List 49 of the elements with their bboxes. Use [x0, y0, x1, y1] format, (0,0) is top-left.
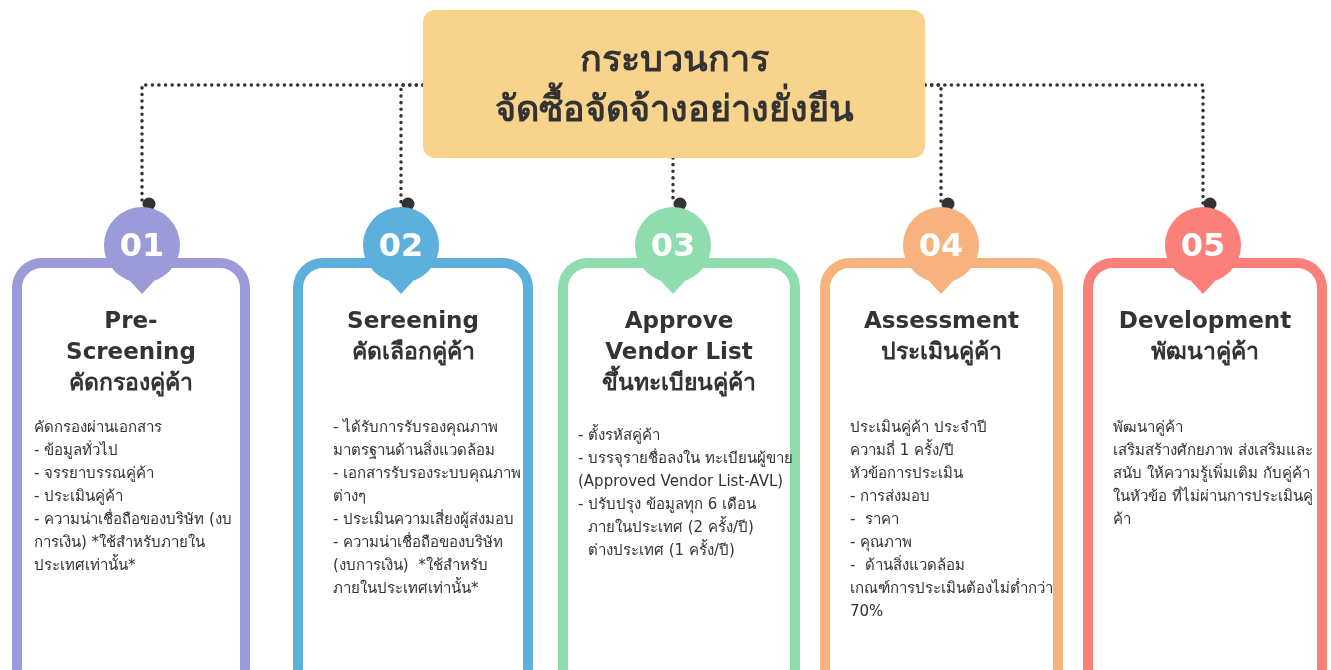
step-description: ภายในประเทศ (2 ครั้ง/ปี) [587, 516, 755, 538]
step-description: - คุณภาพ [850, 532, 914, 554]
step-heading: ประเมินคู่ค้า [880, 337, 1003, 367]
step-description: - ด้านสิ่งแวดล้อม [850, 554, 966, 576]
step-card [12, 258, 250, 670]
step-card [820, 258, 1063, 670]
title-text: กระบวนการ [579, 37, 769, 81]
step-description: ประเมินคู่ค้า ประจำปี [850, 417, 988, 438]
step-heading: ขึ้นทะเบียนคู่ค้า [579, 367, 779, 398]
step-number: 05 [1180, 226, 1226, 264]
dotted-connector [399, 83, 425, 211]
step-number: 04 [918, 226, 964, 264]
step-description: - เอกสารรับรองระบบคุณภาพต่างๆ [333, 463, 523, 507]
step-heading: พัฒนาคู่ค้า [1150, 337, 1260, 367]
step-description: เกณฑ์การประเมินต้องไม่ต่ำกว่า 70% [850, 577, 1054, 622]
step-description: - ประเมินคู่ค้า [34, 486, 125, 507]
step-description: - ข้อมูลทั่วไป [34, 439, 120, 461]
step-description: - ราคา [850, 509, 900, 530]
dotted-connector [923, 83, 1217, 211]
step-description: - จรรยาบรรณคู่ค้า [34, 463, 156, 484]
step-description: - การส่งมอบ [850, 486, 932, 507]
step-number: 01 [119, 226, 165, 264]
step-description: คัดกรองผ่านเอกสาร [34, 417, 163, 438]
step-number: 02 [378, 226, 424, 264]
step-number: 03 [650, 226, 696, 264]
dotted-connector [671, 156, 687, 211]
title-text: จัดซื้อจัดจ้างอย่างยั่งยืน [494, 84, 854, 134]
step-description: เสริมสร้างศักยภาพ ส่งเสริมและสนับ ให้ความรู้เพิ่มเติม กับคู่ค้า ในหัวข้อ ที่ไม่ผ่านการประเมินคู่ค้า [1113, 440, 1313, 530]
title-banner [423, 10, 925, 158]
step-description: - ปรับปรุง ข้อมูลทุก 6 เดือน [578, 494, 758, 516]
step-card [1083, 258, 1327, 670]
step-description: หัวข้อการประเมิน [850, 463, 964, 484]
step-heading: Sereening [346, 306, 480, 335]
step-heading: Development [1117, 306, 1293, 335]
step-description: ความถี่ 1 ครั้ง/ปี [850, 439, 956, 461]
step-heading: คัดเลือกคู่ค้า [350, 337, 476, 367]
step-description: - ความน่าเชื่อถือของบริษัท (งบการเงิน) *ใช้สำหรับภายในประเทศเท่านั้น* [34, 508, 233, 576]
step-description: - ตั้งรหัสคู่ค้า [578, 424, 662, 446]
step-description: ต่างประเทศ (1 ครั้ง/ปี) [587, 539, 736, 561]
step-heading: คัดกรองคู่ค้า [68, 368, 194, 398]
step-card [293, 258, 533, 670]
step-description: - ความน่าเชื่อถือของบริษัท (งบการเงิน) *ใช้สำหรับภายในประเทศเท่านั้น* [333, 531, 505, 599]
step-description: - ได้รับการรับรองคุณภาพมาตรฐานด้านสิ่งแวดล้อม [333, 417, 500, 461]
step-description: - ประเมินความเสี่ยงผู้ส่งมอบ [333, 508, 516, 530]
step-heading: Assessment [862, 306, 1021, 335]
step-heading: Approve Vendor List [604, 306, 754, 365]
step-description: - บรรจุรายชื่อลงใน ทะเบียนผู้ขาย (Approved Vendor List-AVL) [578, 447, 794, 492]
step-heading: Pre-Screening [65, 306, 197, 366]
step-description: พัฒนาคู่ค้า [1113, 417, 1184, 438]
